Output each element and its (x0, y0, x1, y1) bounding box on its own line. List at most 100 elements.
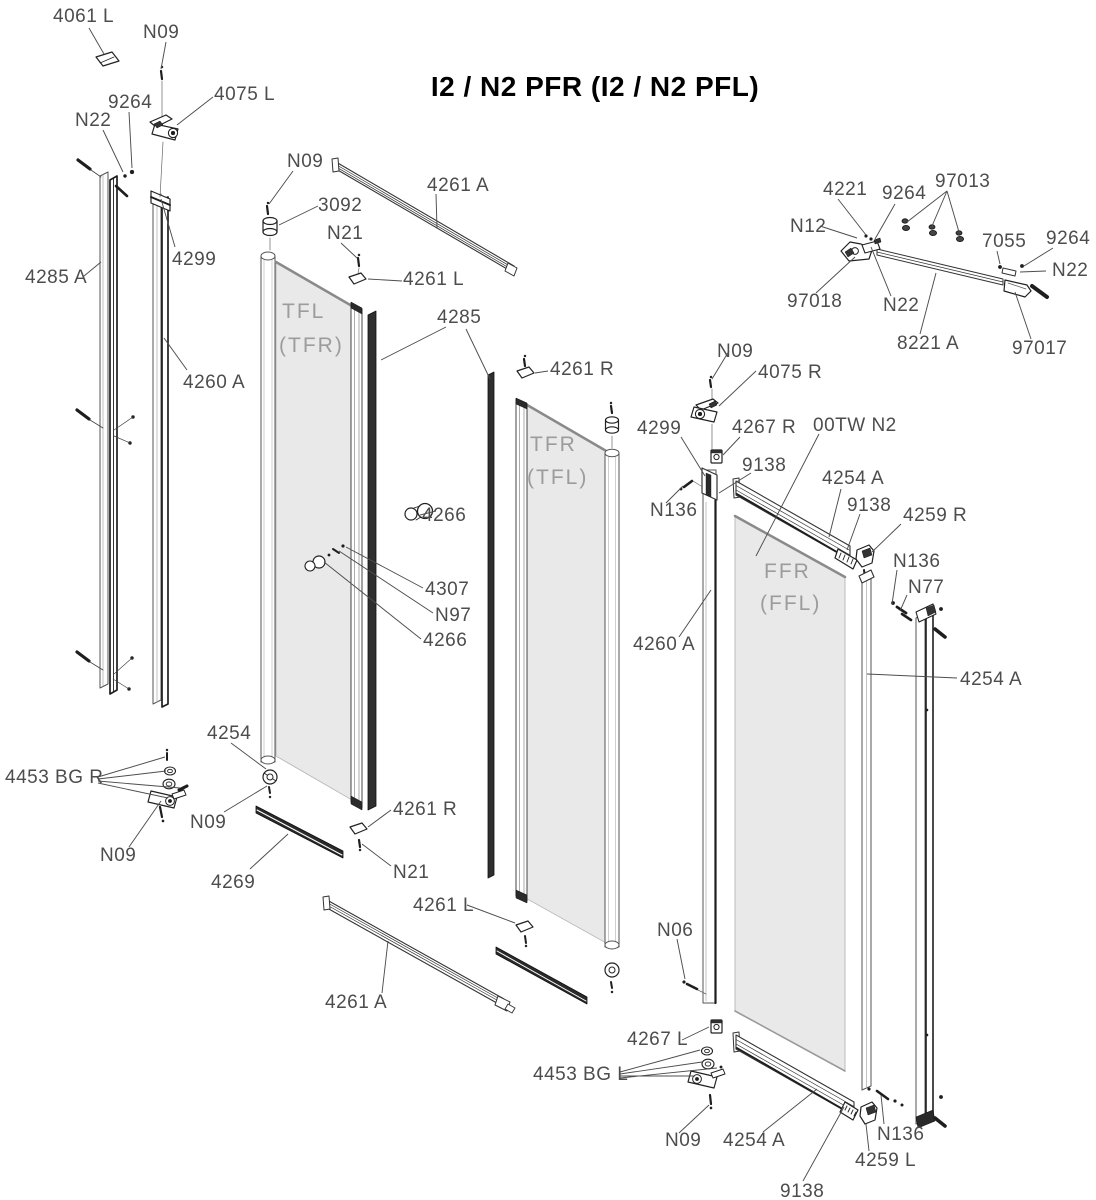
glass-panel-label-tfr: TFR (530, 433, 577, 456)
part-label-4254-a: 4254 A (960, 669, 1022, 690)
leader-line (381, 940, 389, 994)
leader-line (802, 1106, 845, 1182)
part-label-4259-r: 4259 R (903, 505, 967, 526)
bar-clamp-slot (844, 247, 855, 258)
screw-tip-dot (161, 819, 165, 823)
part-label-9264: 9264 (108, 92, 152, 113)
leader-line (323, 561, 422, 640)
screw-axis-line (89, 419, 104, 429)
part-label-4307: 4307 (425, 579, 469, 600)
fastener-dot-N22 (123, 174, 127, 178)
diagram-title: I2 / N2 PFR (I2 / N2 PFL) (431, 71, 759, 102)
leader-line (419, 510, 437, 516)
part-label-n136: N136 (893, 551, 940, 572)
hinge-nut-hole (165, 781, 173, 787)
part-label-n09: N09 (100, 845, 136, 866)
screw (933, 627, 947, 639)
hinge-4453BGR-arm (171, 789, 187, 800)
screw-tip-dot (682, 980, 686, 984)
part-label-9264: 9264 (882, 183, 926, 204)
hinge-nut-hole (704, 1061, 712, 1067)
rail-end-cap (331, 157, 340, 173)
screw-N09 (265, 204, 270, 216)
cover-cap-4061L (95, 51, 120, 67)
part-label-n21: N21 (393, 862, 429, 883)
screw-tip-dot (266, 201, 270, 205)
glider-4261R-top-TFR (516, 366, 535, 379)
fastener-dot-9264 (1020, 264, 1024, 268)
part-label-4260-a: 4260 A (633, 634, 695, 655)
part-label-4285: 4285 (437, 307, 481, 328)
hinge-washer (163, 766, 177, 776)
screw-tip-dot (358, 848, 362, 852)
tube-bottom-cap (604, 940, 620, 950)
leader-line (899, 594, 908, 612)
leader-line (338, 550, 434, 614)
part-label-9138: 9138 (780, 1181, 824, 1200)
leader-line (361, 843, 392, 867)
stopper-top-face (710, 1019, 723, 1024)
magnet-profile-4260A-left (161, 196, 169, 708)
part-label-n09: N09 (143, 22, 179, 43)
screw-N09 (610, 981, 613, 989)
leader-line (278, 205, 319, 226)
part-label-4254: 4254 (207, 723, 251, 744)
hinge-4075R-pin (697, 411, 703, 417)
leader-line (619, 1067, 718, 1079)
rail-line (735, 1043, 855, 1112)
leader-line (160, 198, 176, 248)
wall-profile-top-cap-face (925, 604, 937, 617)
spacer-97013 (956, 235, 965, 242)
bar-end-cap-97017 (1003, 279, 1032, 298)
leader-line (619, 1049, 701, 1073)
leader-line (906, 190, 948, 223)
part-label-3092: 3092 (318, 195, 362, 216)
screw (75, 650, 91, 663)
rail-line (735, 485, 851, 551)
leader-line (874, 203, 896, 240)
screw-N136 (875, 1089, 890, 1101)
part-label-n09: N09 (717, 341, 753, 362)
leader-line (88, 27, 105, 55)
screw-N136 (682, 479, 694, 489)
screw-axis-line (90, 169, 102, 178)
leader-line (367, 278, 403, 282)
screw-N09 (708, 378, 713, 389)
knob-line (413, 505, 421, 509)
leader-line (931, 190, 948, 227)
fastener-dot (327, 553, 331, 557)
bracket-4259L-face (865, 1104, 877, 1116)
profile-top-cap-edge (150, 196, 171, 206)
door-edge-profile-TFL (350, 302, 363, 809)
leader-line (367, 809, 392, 828)
bracket-4259R-face (861, 547, 873, 559)
leader-line (762, 1088, 818, 1133)
part-label-4266: 4266 (423, 630, 467, 651)
leader-line (102, 129, 124, 173)
rail-line (326, 902, 505, 1002)
bushing-3092-bottom (604, 426, 620, 434)
part-label-4269: 4269 (211, 872, 255, 893)
fastener-dot (893, 1099, 897, 1103)
part-label-4261-r: 4261 R (550, 359, 614, 380)
screw-N09 (708, 1093, 713, 1106)
fastener-dot (939, 607, 943, 611)
screw (177, 784, 189, 792)
part-label-n09: N09 (287, 151, 323, 172)
leader-line (718, 370, 757, 407)
glass-panel-label--tfl-: (TFL) (527, 466, 588, 489)
screw-axis-line (113, 416, 134, 431)
leader-line (465, 328, 491, 380)
leader-line (680, 436, 706, 477)
grommet-spoke (263, 772, 268, 776)
fastener-dot-9264 (129, 169, 135, 175)
rail-line (735, 489, 851, 556)
rail-end-cap (322, 895, 331, 911)
screw-axis-line (89, 661, 104, 671)
leader-line (755, 433, 820, 557)
part-label-4254-a: 4254 A (723, 1130, 785, 1151)
screw-tip-dot (524, 944, 528, 948)
leader-line (891, 569, 898, 605)
fastener-dot-9264 (869, 237, 873, 241)
leader-line (870, 246, 892, 297)
